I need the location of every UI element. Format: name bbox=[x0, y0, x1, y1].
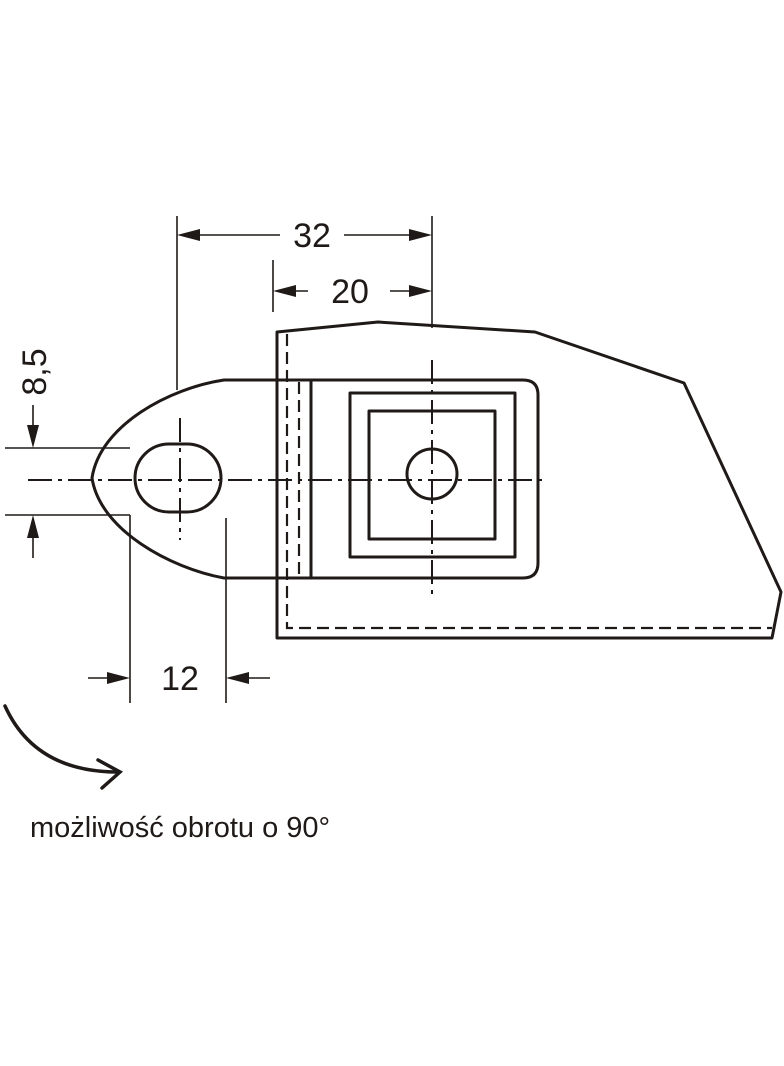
rotation-caption: możliwość obrotu o 90° bbox=[30, 812, 330, 844]
rotation-arrow-icon bbox=[3, 704, 124, 790]
slot-hole bbox=[133, 442, 223, 514]
dimension-32: 32 bbox=[176, 216, 433, 390]
dimension-20-label: 20 bbox=[331, 273, 369, 311]
dimension-8-5-label: 8,5 bbox=[16, 348, 54, 395]
dimension-20: 20 bbox=[272, 260, 432, 312]
housing-body bbox=[275, 320, 783, 640]
dimension-12: 12 bbox=[88, 515, 270, 703]
center-lines bbox=[28, 360, 548, 598]
dimension-32-label: 32 bbox=[293, 217, 331, 255]
dimension-12-label: 12 bbox=[161, 660, 199, 698]
dimension-8-5: 8,5 bbox=[5, 348, 130, 558]
